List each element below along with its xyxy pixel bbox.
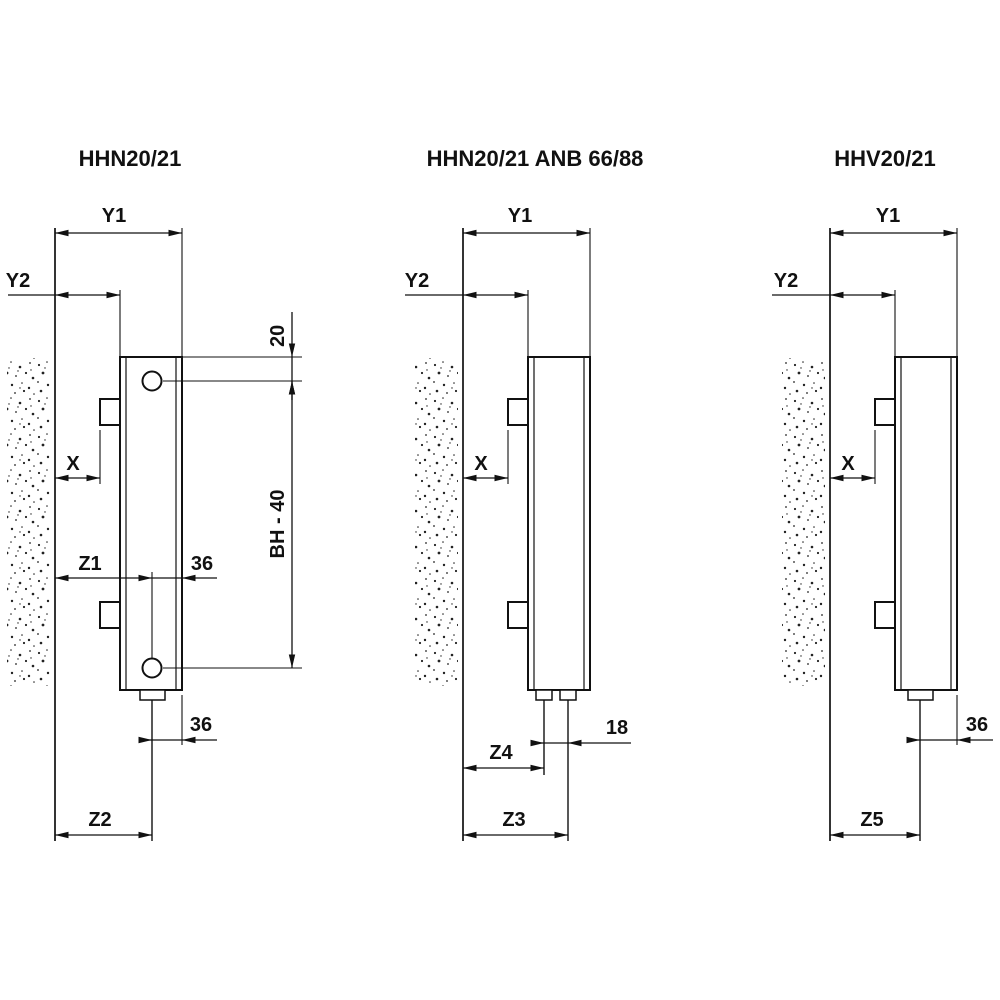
bottom-connection-tab	[907, 689, 934, 701]
radiator-body	[119, 356, 183, 691]
dim-bh-minus-40: BH - 40	[163, 381, 302, 669]
dim-label-y2: Y2	[405, 270, 429, 292]
dim-z3: Z3	[463, 809, 568, 839]
dim-z4: Z4	[463, 742, 544, 772]
pipe-connection-bottom	[141, 657, 163, 679]
dim-y1: Y1	[830, 205, 958, 357]
mounting-bracket-top	[99, 398, 121, 426]
wall-stipple	[782, 358, 825, 686]
dim-label-bh-40: BH - 40	[267, 490, 289, 559]
mounting-bracket-top	[874, 398, 896, 426]
dim-label-18: 18	[606, 717, 628, 739]
dim-label-z3: Z3	[502, 809, 525, 831]
bottom-connection-tab-left	[535, 689, 553, 701]
dim-label-y1: Y1	[102, 205, 126, 227]
dim-18: 18	[530, 717, 631, 747]
dim-x: X	[55, 430, 101, 484]
dim-y1: Y1	[55, 205, 183, 357]
mounting-bracket-bottom	[874, 601, 896, 629]
radiator-body	[894, 356, 958, 691]
dim-label-36: 36	[191, 553, 213, 575]
dim-label-z5: Z5	[860, 809, 883, 831]
dim-x: X	[463, 430, 509, 484]
dim-y1: Y1	[463, 205, 591, 357]
bottom-connection-tab-right	[559, 689, 577, 701]
dim-y2: Y2	[6, 270, 121, 357]
dim-36: 36	[906, 695, 993, 745]
diagram-title: HHV20/21	[834, 146, 936, 171]
dim-top-pipe-offset-20: 20	[163, 312, 302, 400]
diagram-hhv20-21: HHV20/21 Y1 Y2 X	[772, 146, 993, 841]
dim-label-z4: Z4	[489, 742, 513, 764]
dim-z2: Z2	[55, 809, 152, 839]
dim-y2: Y2	[405, 270, 529, 357]
diagram-hhn20-21-anb-66-88: HHN20/21 ANB 66/88 Y1 Y2 X	[405, 146, 644, 841]
radiator-body	[527, 356, 591, 691]
pipe-connection-top	[141, 370, 163, 392]
dim-label-36: 36	[966, 714, 988, 736]
bottom-connection-tab	[139, 689, 166, 701]
mounting-bracket-bottom	[507, 601, 529, 629]
wall-stipple	[7, 358, 50, 686]
dim-label-x: X	[841, 453, 855, 475]
diagram-title: HHN20/21 ANB 66/88	[427, 146, 644, 171]
dim-label-z1: Z1	[78, 553, 101, 575]
dim-36-bottom: 36	[138, 695, 217, 745]
dim-z1: Z1	[55, 553, 153, 658]
mounting-bracket-top	[507, 398, 529, 426]
diagram-title: HHN20/21	[79, 146, 182, 171]
dim-label-y2: Y2	[774, 270, 798, 292]
mounting-bracket-bottom	[99, 601, 121, 629]
dim-36-mid: 36	[152, 553, 217, 582]
diagram-hhn20-21: HHN20/21 Y1 Y2 20	[6, 146, 302, 841]
dim-label-x: X	[66, 453, 80, 475]
dim-label-z2: Z2	[88, 809, 111, 831]
dim-label-36: 36	[190, 714, 212, 736]
dim-label-y1: Y1	[876, 205, 900, 227]
dim-label-y1: Y1	[508, 205, 532, 227]
dim-z5: Z5	[830, 809, 920, 839]
dim-label-20: 20	[267, 325, 289, 347]
dim-label-x: X	[474, 453, 488, 475]
dim-y2: Y2	[772, 270, 896, 357]
dim-x: X	[830, 430, 876, 484]
dim-label-y2: Y2	[6, 270, 30, 292]
wall-stipple	[415, 358, 458, 686]
